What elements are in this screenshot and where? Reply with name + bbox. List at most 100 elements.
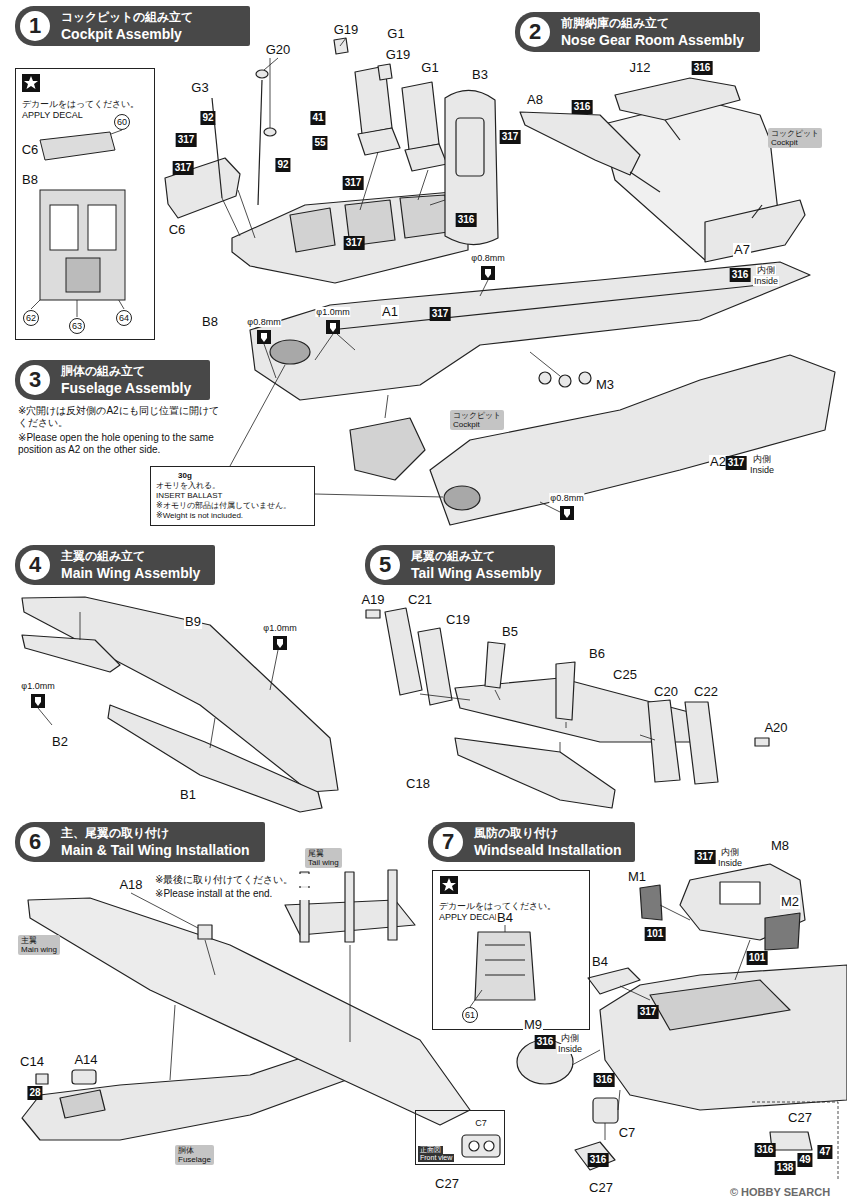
paint-code: 316 [730, 268, 751, 282]
part-number: B8 [201, 315, 219, 329]
part-number: C27 [434, 1177, 460, 1191]
paint-code: 316 [572, 100, 593, 114]
step-header: 2前脚納庫の組み立てNose Gear Room Assembly [515, 12, 760, 52]
paint-code: 317 [695, 850, 716, 864]
illustration [481, 266, 495, 280]
leader-line [31, 38, 445, 317]
part-number: M8 [770, 839, 790, 853]
step7-parts [440, 876, 458, 894]
step6-parts [60, 1090, 105, 1118]
illustration [31, 694, 45, 708]
part-number: B8 [21, 173, 39, 187]
part-number: C6 [168, 223, 187, 237]
paint-code: 316 [594, 1073, 615, 1087]
part-number: A8 [526, 93, 544, 107]
paint-code: 317 [430, 307, 451, 321]
part-number: M3 [595, 378, 615, 392]
step3-parts [559, 375, 571, 387]
step1-parts [165, 38, 498, 283]
small-note: φ0.8mm [549, 493, 584, 503]
leader-line [38, 612, 278, 748]
node-text: デカールをはってください。 [22, 99, 148, 110]
part-number: B4 [591, 955, 609, 969]
step1-parts [264, 128, 276, 136]
decal-drawing [22, 74, 40, 92]
leader-line [350, 945, 351, 1042]
step1-parts [165, 158, 240, 218]
step1-parts [358, 128, 400, 155]
step7-parts [600, 965, 847, 1110]
step6-parts [345, 872, 354, 942]
part-number: G19 [385, 48, 412, 62]
node-text: 風防の取り付け [474, 825, 623, 841]
paint-code: 101 [645, 927, 666, 941]
leader-line [640, 735, 655, 740]
leader-line [420, 694, 470, 700]
node-text: Cockpit [771, 138, 819, 147]
part-tag: 主翼Main wing [18, 935, 60, 955]
paint-code: 317 [638, 1005, 659, 1019]
paint-code: 47 [817, 1145, 832, 1159]
step7-parts [640, 885, 662, 920]
paint-code: 55 [312, 136, 327, 150]
step5-parts [418, 628, 452, 705]
part-number: A19 [360, 593, 385, 607]
decal-drawing [40, 190, 125, 300]
decal-inset-box: デカールをはってください。APPLY DECAL [15, 68, 155, 340]
part-number: A20 [763, 721, 788, 735]
part-number: C20 [653, 685, 679, 699]
step3-parts [539, 372, 551, 384]
step1-parts [334, 38, 348, 54]
small-note: Inside [717, 858, 743, 868]
paint-code: 316 [588, 1153, 609, 1167]
step3-parts [330, 285, 760, 330]
node-text: Fuselage [178, 1155, 211, 1164]
step6-parts [22, 870, 470, 1140]
part-number: B6 [588, 647, 606, 661]
part-number: B5 [501, 625, 519, 639]
decal-drawing [50, 205, 78, 250]
paint-code: 28 [27, 1086, 42, 1100]
paint-code: 317 [343, 176, 364, 190]
part-number: B9 [184, 615, 202, 629]
step3-parts [444, 486, 480, 510]
step1-parts [378, 64, 392, 80]
illustration [560, 506, 574, 520]
step4-parts [22, 635, 120, 672]
node-text: 正面図 [418, 1146, 443, 1154]
step1-parts [445, 90, 498, 244]
step5-parts [366, 610, 380, 618]
paint-code: 317 [173, 161, 194, 175]
decal-drawing [40, 132, 115, 160]
decal-number: 61 [462, 1007, 478, 1023]
decal-number: 62 [23, 310, 39, 326]
paint-code: 316 [456, 213, 477, 227]
leader-line [131, 893, 350, 1080]
ballast-box: 30gオモリを入れる。INSERT BALLAST※オモリの部品は付属していませ… [150, 466, 315, 526]
paint-code: 138 [775, 1161, 796, 1175]
small-note: Inside [753, 276, 779, 286]
step2-parts [520, 112, 640, 175]
part-tag: コックピットCockpit [450, 410, 504, 430]
paint-code: 316 [692, 61, 713, 75]
leader-line [530, 352, 560, 376]
step7-parts [485, 944, 525, 945]
step6-parts [28, 898, 470, 1125]
part-number: B1 [179, 788, 197, 802]
step-number: 1 [20, 11, 50, 41]
small-note: φ0.8mm [470, 253, 505, 263]
paint-code: 49 [797, 1153, 812, 1167]
part-number: J12 [629, 61, 652, 75]
leader-line [620, 986, 650, 1000]
step7-parts [462, 1135, 500, 1157]
note-text: ※穴開けは反対側のA2にも同じ位置に開けてください。 [18, 405, 228, 429]
leader-line [80, 612, 81, 640]
leader-line [540, 502, 560, 512]
part-number: B4 [496, 911, 514, 925]
step5-parts [385, 608, 422, 695]
step7-parts [485, 959, 525, 960]
leader-line [385, 395, 388, 418]
node-text: 胴体の組み立て [61, 363, 198, 379]
leader-line [264, 344, 276, 378]
node-text: 主、尾翼の取り付け [61, 825, 253, 841]
